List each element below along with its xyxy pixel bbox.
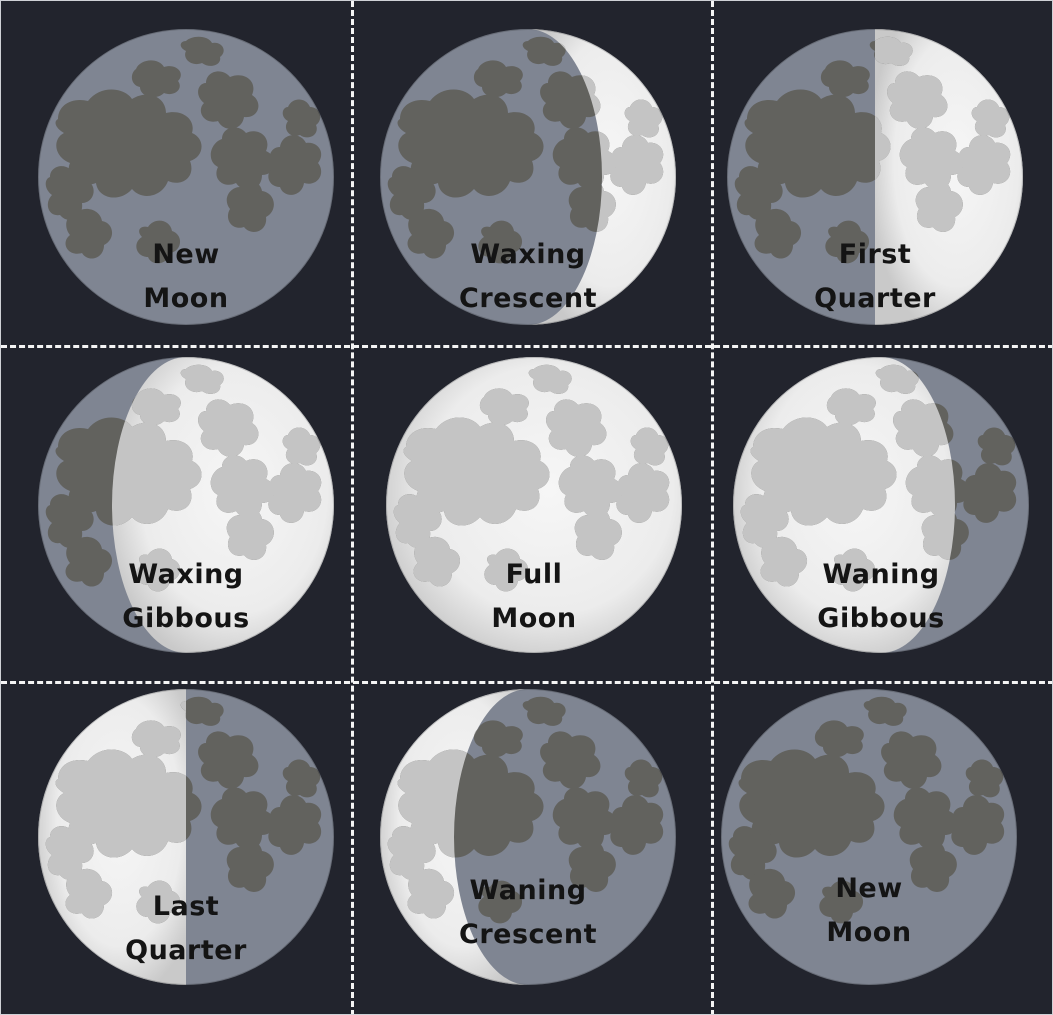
phase-label: First Quarter bbox=[725, 233, 1025, 321]
phase-label-line1: New bbox=[152, 239, 220, 270]
new-moon-icon bbox=[721, 689, 1017, 985]
phase-label: Full Moon bbox=[384, 553, 684, 641]
grid-divider-horizontal bbox=[1, 345, 1052, 348]
moon-rim bbox=[380, 29, 676, 325]
phase-label-line2: Gibbous bbox=[817, 603, 945, 634]
phase-label-line1: Waning bbox=[822, 559, 940, 590]
moon-rim bbox=[721, 689, 1017, 985]
grid-divider-vertical bbox=[351, 1, 354, 1014]
phase-label-line1: New bbox=[835, 873, 903, 904]
phase-label: New Moon bbox=[36, 233, 336, 321]
moon-maria-shadow bbox=[387, 36, 664, 264]
phase-label-line1: Waning bbox=[469, 875, 587, 906]
full-moon-icon bbox=[386, 357, 682, 653]
waning-crescent-moon-icon bbox=[380, 689, 676, 985]
moon-rim bbox=[38, 689, 334, 985]
phase-label-line1: First bbox=[838, 239, 912, 270]
grid-divider-vertical bbox=[711, 1, 714, 1014]
moon-maria-lit bbox=[875, 36, 1011, 232]
phase-cell-last-quarter: Last Quarter bbox=[36, 687, 336, 987]
phase-label: Waning Crescent bbox=[378, 869, 678, 957]
phase-label: New Moon bbox=[719, 867, 1019, 955]
moon-rim bbox=[38, 29, 334, 325]
moon-maria-shadow bbox=[728, 696, 1005, 924]
waxing-gibbous-moon-icon bbox=[38, 357, 334, 653]
phase-label: Last Quarter bbox=[36, 885, 336, 973]
phase-cell-waxing-gibbous: Waxing Gibbous bbox=[36, 355, 336, 655]
phase-cell-waning-gibbous: Waning Gibbous bbox=[731, 355, 1031, 655]
phase-label-line1: Waxing bbox=[128, 559, 244, 590]
phase-label-line2: Gibbous bbox=[122, 603, 250, 634]
phase-cell-waning-crescent: Waning Crescent bbox=[378, 687, 678, 987]
phase-label-line2: Quarter bbox=[125, 935, 247, 966]
moon-maria-shadow bbox=[45, 36, 322, 264]
phase-cell-new-moon: New Moon bbox=[36, 27, 336, 327]
phase-label: Waxing Gibbous bbox=[36, 553, 336, 641]
phase-label-line2: Crescent bbox=[459, 919, 597, 950]
moon-rim bbox=[733, 357, 1029, 653]
phase-label: Waning Gibbous bbox=[731, 553, 1031, 641]
moon-rim bbox=[727, 29, 1023, 325]
phase-label-line2: Quarter bbox=[814, 283, 936, 314]
grid-divider-horizontal bbox=[1, 681, 1052, 684]
moon-maria-lit bbox=[740, 364, 955, 592]
phase-cell-waxing-crescent: Waxing Crescent bbox=[378, 27, 678, 327]
phase-cell-first-quarter: First Quarter bbox=[725, 27, 1025, 327]
waxing-crescent-moon-icon bbox=[380, 29, 676, 325]
moon-rim bbox=[38, 357, 334, 653]
phase-label-line2: Moon bbox=[826, 917, 912, 948]
new-moon-icon bbox=[38, 29, 334, 325]
phase-cell-full-moon: Full Moon bbox=[384, 355, 684, 655]
first-quarter-moon-icon bbox=[727, 29, 1023, 325]
moon-maria-lit bbox=[393, 364, 670, 592]
moon-maria-lit bbox=[45, 696, 186, 924]
waning-gibbous-moon-icon bbox=[733, 357, 1029, 653]
phase-cell-new-moon-2: New Moon bbox=[719, 687, 1019, 987]
phase-label-line1: Last bbox=[152, 891, 220, 922]
phase-label: Waxing Crescent bbox=[378, 233, 678, 321]
phase-label-line2: Moon bbox=[143, 283, 229, 314]
moon-maria-lit bbox=[112, 364, 322, 592]
moon-rim bbox=[380, 689, 676, 985]
phase-label-line1: Waxing bbox=[470, 239, 586, 270]
moon-rim bbox=[386, 357, 682, 653]
phase-label-line2: Crescent bbox=[459, 283, 597, 314]
last-quarter-moon-icon bbox=[38, 689, 334, 985]
phase-label-line1: Full bbox=[505, 559, 563, 590]
phase-label-line2: Moon bbox=[491, 603, 577, 634]
